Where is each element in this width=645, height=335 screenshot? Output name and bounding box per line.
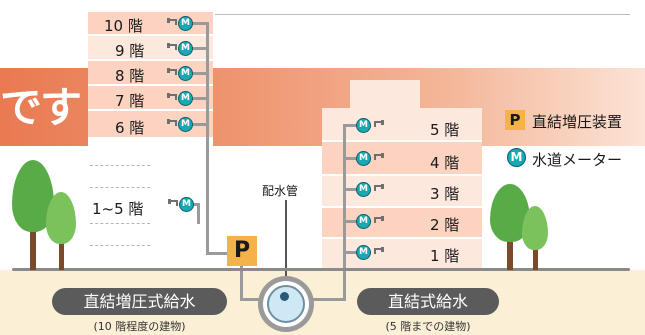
water-meter-icon: M xyxy=(356,214,371,229)
water-meter-icon: M xyxy=(178,16,193,31)
main-pipe-label: 配水管 xyxy=(262,184,299,198)
floor-label-1: 1 階 xyxy=(430,247,460,265)
legend-meter-label: 水道メーター xyxy=(532,151,623,169)
water-meter-icon: M xyxy=(356,151,371,166)
water-meter-icon: M xyxy=(356,245,371,260)
boosted-system-label: 直結増圧式給水 xyxy=(52,288,227,315)
boosted-system-note: (10 階程度の建物) xyxy=(93,320,186,333)
booster-pump-icon: P xyxy=(227,236,257,266)
water-meter-icon: M xyxy=(356,182,371,197)
legend-pump-label: 直結増圧装置 xyxy=(532,113,623,131)
banner-title-text: です xyxy=(0,83,82,132)
branch-pipe xyxy=(192,47,208,50)
ground-line xyxy=(12,268,630,271)
faucet-icon xyxy=(167,18,177,25)
top-divider-line xyxy=(215,14,630,15)
tree-trunk xyxy=(30,222,36,270)
branch-pipe xyxy=(343,124,357,127)
direct-system-label: 直結式給水 xyxy=(357,288,499,315)
branch-pipe xyxy=(192,72,208,75)
pump-feed-pipe xyxy=(206,252,228,255)
branch-pipe xyxy=(192,203,200,206)
floor-divider xyxy=(90,165,150,166)
water-main-pipe-inner xyxy=(267,285,305,323)
faucet-icon xyxy=(167,119,177,126)
faucet-icon xyxy=(374,216,384,223)
floor-label-4: 4 階 xyxy=(430,154,460,172)
faucet-icon xyxy=(374,247,384,254)
pump-connection-pipe xyxy=(240,266,243,300)
water-meter-icon: M xyxy=(178,66,193,81)
faucet-icon xyxy=(167,68,177,75)
branch-pipe xyxy=(343,157,357,160)
water-meter-icon: M xyxy=(178,41,193,56)
floor-label-10: 10 階 xyxy=(104,17,143,35)
floor-label-3: 3 階 xyxy=(430,185,460,203)
floor-divider xyxy=(90,187,150,188)
water-meter-icon: M xyxy=(178,91,193,106)
tree-icon xyxy=(522,206,548,250)
floor-label-7: 7 階 xyxy=(115,92,145,110)
tree-trunk xyxy=(533,238,538,270)
branch-pipe xyxy=(192,22,208,25)
floor-label-6: 6 階 xyxy=(115,119,145,137)
tree-trunk xyxy=(59,232,64,270)
tree-trunk xyxy=(507,230,513,270)
floor-2 xyxy=(322,208,482,239)
pump-connection-pipe xyxy=(240,298,262,301)
branch-pipe xyxy=(343,188,357,191)
faucet-icon xyxy=(374,153,384,160)
branch-pipe xyxy=(192,97,208,100)
faucet-icon xyxy=(374,120,384,127)
tree-icon xyxy=(46,192,76,244)
faucet-icon xyxy=(374,184,384,191)
floor-label-9: 9 階 xyxy=(115,42,145,60)
floor-3 xyxy=(322,176,482,208)
water-meter-icon: M xyxy=(179,197,194,212)
water-main-pipe-center xyxy=(280,292,289,301)
floor-divider xyxy=(90,245,150,246)
branch-pipe xyxy=(343,220,357,223)
main-pipe-stem xyxy=(285,200,287,294)
lower-riser-pipe xyxy=(197,204,200,224)
floor-label-2: 2 階 xyxy=(430,216,460,234)
branch-pipe xyxy=(343,251,357,254)
rooftop-box xyxy=(350,80,420,108)
riser-pipe xyxy=(206,22,209,254)
direct-system-note: (5 階までの建物) xyxy=(385,320,471,333)
floor-divider xyxy=(90,223,150,224)
riser-pipe xyxy=(343,124,346,300)
floor-label-1-5: 1~5 階 xyxy=(92,200,144,218)
water-meter-icon: M xyxy=(356,118,371,133)
branch-pipe xyxy=(192,123,208,126)
legend-pump-icon: P xyxy=(505,110,525,130)
floor-label-8: 8 階 xyxy=(115,67,145,85)
legend-meter-icon: M xyxy=(507,148,526,167)
floor-label-5: 5 階 xyxy=(430,121,460,139)
water-meter-icon: M xyxy=(178,117,193,132)
faucet-icon xyxy=(167,93,177,100)
faucet-icon xyxy=(167,43,177,50)
direct-connection-pipe xyxy=(310,298,346,301)
faucet-icon xyxy=(168,199,178,206)
